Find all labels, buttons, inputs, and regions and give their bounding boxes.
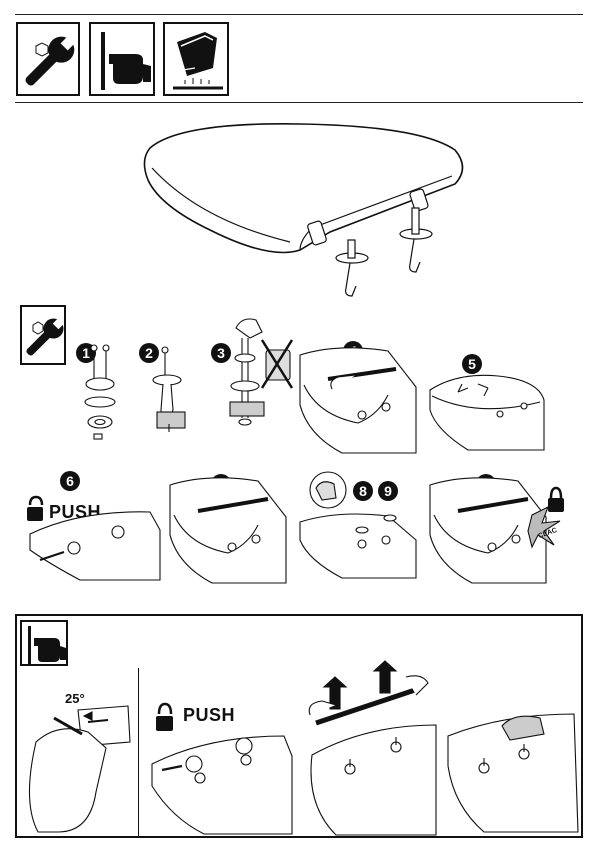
hinge-left xyxy=(335,239,369,297)
header-rule xyxy=(15,102,583,103)
removal-frame xyxy=(15,614,583,838)
wrench-icon xyxy=(25,35,76,86)
removal-push-label: PUSH xyxy=(183,705,236,725)
removal-angle-illustration xyxy=(28,705,131,833)
removal-hand-icon-box xyxy=(20,620,68,666)
step-5-illustration xyxy=(429,374,545,451)
hinge-right xyxy=(399,207,433,273)
step-3-badge: 3 xyxy=(211,343,231,363)
removal-push-illustration xyxy=(151,735,293,835)
step-4-illustration xyxy=(299,347,417,454)
hand-icon-box xyxy=(89,22,155,96)
step-6-badge: 6 xyxy=(60,471,80,491)
wrench-icon xyxy=(26,317,65,356)
step-2-illustration xyxy=(152,346,186,432)
step-6-illustration xyxy=(29,511,161,581)
unlock-icon xyxy=(156,702,173,731)
removal-clean-illustration xyxy=(447,713,579,833)
top-rule xyxy=(15,14,583,15)
angle-label: 25° xyxy=(65,691,85,706)
step-1-illustration xyxy=(84,344,116,440)
step-3-illustration xyxy=(229,318,294,426)
step-2-badge: 2 xyxy=(139,343,159,363)
removal-divider xyxy=(138,668,139,838)
cloth-icon-box xyxy=(163,22,229,96)
step-10-illustration xyxy=(429,477,561,584)
hand-pointing-icon xyxy=(28,626,66,664)
lock-icon xyxy=(548,486,564,512)
seat-overview-illustration xyxy=(143,123,464,297)
step-5-badge: 5 xyxy=(462,354,482,374)
wrench-icon-box xyxy=(16,22,80,96)
step-8-badge: 8 xyxy=(353,481,373,501)
install-wrench-icon-box xyxy=(20,305,66,365)
step-8-9-illustration xyxy=(299,471,417,579)
removal-lift-illustration xyxy=(308,660,437,836)
unlock-icon xyxy=(27,495,44,521)
step-9-badge: 9 xyxy=(378,481,398,501)
hand-pointing-icon xyxy=(101,32,151,90)
cleaning-cloth-icon xyxy=(173,32,223,90)
step-7-illustration xyxy=(169,477,287,584)
